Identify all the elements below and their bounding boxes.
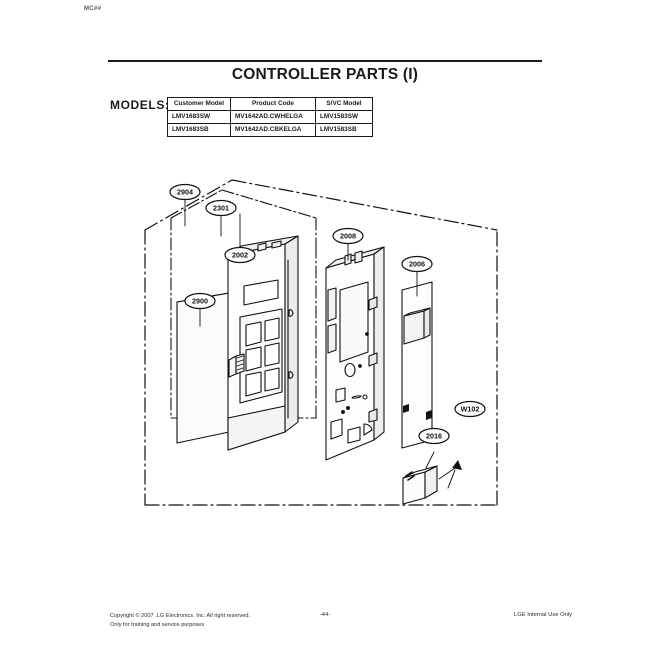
part-w102-screw <box>447 460 462 489</box>
table-row: LMV1683SB MV1642AD.CBKELGA LMV1583SB <box>167 123 373 137</box>
exploded-parts-diagram: 2904 2301 2002 2900 2008 <box>0 150 650 550</box>
copyright-line-1: Copyright © 2007 .LG Electronics. Inc. A… <box>110 613 250 619</box>
callout-w102[interactable]: W102 <box>454 400 486 418</box>
part-2016-component <box>402 465 438 505</box>
callout-bubbles: 2904 2301 2002 2900 2008 <box>169 183 486 445</box>
copyright-block: Copyright © 2007 .LG Electronics. Inc. A… <box>110 612 250 630</box>
column-header-product-code: Product Code <box>230 97 316 111</box>
callout-2008[interactable]: 2008 <box>332 227 364 245</box>
internal-use-notice: LGE Internal Use Only <box>514 612 572 618</box>
leader-lines <box>184 199 456 480</box>
models-label: MODELS: <box>110 98 170 112</box>
callout-label: 2301 <box>213 204 229 213</box>
callout-2900[interactable]: 2900 <box>184 292 216 310</box>
callout-label: 2900 <box>192 297 208 306</box>
part-2008-pcb-assembly <box>325 246 385 461</box>
part-2006-board <box>401 281 433 449</box>
title-rule <box>108 60 542 62</box>
models-table: Customer Model Product Code S/VC Model L… <box>167 97 373 137</box>
cell-svc-model: LMV1583SB <box>315 123 373 137</box>
column-header-customer-model: Customer Model <box>167 97 231 111</box>
cell-customer-model: LMV1683SB <box>167 123 231 137</box>
column-header-svc-model: S/VC Model <box>315 97 373 111</box>
callout-label: 2002 <box>232 251 248 260</box>
page-title: CONTROLLER PARTS (I) <box>231 66 419 83</box>
copyright-line-2: Only for training and service purposes <box>110 622 205 629</box>
callout-2016[interactable]: 2016 <box>418 427 450 445</box>
callout-2002[interactable]: 2002 <box>224 199 256 264</box>
callout-label: 2006 <box>409 260 425 269</box>
callout-label: 2904 <box>177 188 193 197</box>
cell-product-code: MV1642AD.CWHELGA <box>230 110 316 124</box>
callout-label: 2008 <box>340 232 356 241</box>
callout-label: W102 <box>461 405 480 414</box>
header-code: MC## <box>84 6 102 12</box>
page-footer: Copyright © 2007 .LG Electronics. Inc. A… <box>0 610 650 650</box>
table-row: LMV1683SW MV1642AD.CWHELGA LMV1583SW <box>167 110 373 124</box>
page-number: -44- <box>319 612 331 618</box>
ribbon-cable <box>228 353 245 378</box>
part-2900-panel <box>176 292 237 444</box>
table-header-row: Customer Model Product Code S/VC Model <box>167 97 373 111</box>
callout-2006[interactable]: 2006 <box>401 255 433 273</box>
assembly-boundary <box>144 179 498 506</box>
callout-2301[interactable]: 2301 <box>205 199 237 217</box>
cell-svc-model: LMV1583SW <box>315 110 373 124</box>
callout-2904[interactable]: 2904 <box>169 183 201 201</box>
part-2002-control-panel <box>227 235 299 451</box>
cell-product-code: MV1642AD.CBKELGA <box>230 123 316 137</box>
cell-customer-model: LMV1683SW <box>167 110 231 124</box>
callout-label: 2016 <box>426 432 442 441</box>
